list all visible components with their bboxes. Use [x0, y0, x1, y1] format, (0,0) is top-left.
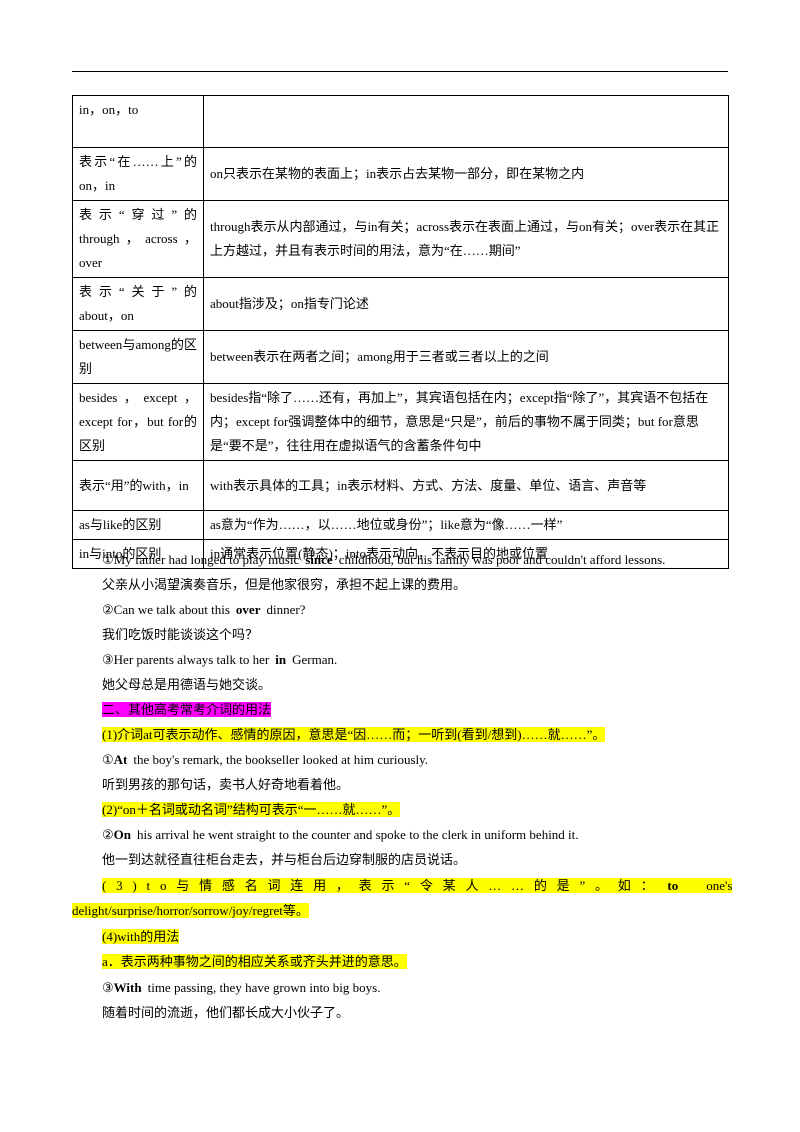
term-cell: in与into的区别	[72, 539, 204, 569]
example-text: childhood, but his family was poor and c…	[338, 552, 666, 567]
example-text: dinner?	[266, 602, 306, 617]
preposition-table: in，on，to 表示“在……上”的on，in on只表示在某物的表面上；in表…	[72, 95, 729, 569]
term-cell: 表示“用”的with，in	[72, 460, 204, 511]
translation: 听到男孩的那句话，卖书人好奇地看着他。	[102, 777, 350, 792]
keyword: to	[667, 878, 679, 893]
example-text: ①My father had longed to play music	[102, 552, 300, 567]
example-text: the boy's remark, the bookseller looked …	[133, 752, 429, 767]
table-row: as与like的区别 as意为“作为……，以……地位或身份”；like意为“像……	[72, 510, 729, 540]
translation: 随着时间的流逝，他们都长成大小伙子了。	[102, 1005, 350, 1020]
grammar-point: (4)with的用法	[102, 927, 180, 947]
term-cell: 表示“在……上”的on，in	[72, 147, 204, 201]
header-rule	[72, 71, 728, 72]
example-text: ③	[102, 980, 114, 995]
desc-cell: as意为“作为……，以……地位或身份”；like意为“像……一样”	[203, 510, 729, 540]
grammar-point: (3)to与情感名词连用，表示“令某人……的是”。如：to one's	[102, 876, 733, 896]
example-text: German.	[292, 652, 338, 667]
table-row: between与among的区别 between表示在两者之间；among用于三…	[72, 330, 729, 384]
example-sentence: ②On his arrival he went straight to the c…	[102, 825, 579, 845]
grammar-point: (1)介词at可表示动作、感情的原因，意思是“因……而；一听到(看到/想到)………	[102, 725, 606, 745]
table-row: 表示“关于”的about，on about指涉及；on指专门论述	[72, 277, 729, 331]
example-text: ①	[102, 752, 114, 767]
example-sentence: ①My father had longed to play music since…	[102, 550, 665, 570]
grammar-point-text: (3)to与情感名词连用，表示“令某人……的是”。如：to one's	[102, 878, 733, 893]
grammar-point-continued: delight/surprise/horror/sorrow/joy/regre…	[72, 901, 309, 921]
grammar-point-text: (4)with的用法	[102, 929, 180, 944]
desc-cell	[203, 95, 729, 148]
table-row: in与into的区别 in通常表示位置(静态)；into表示动向，不表示目的地或…	[72, 539, 729, 569]
desc-cell: between表示在两者之间；among用于三者或三者以上的之间	[203, 330, 729, 384]
keyword: On	[113, 827, 131, 842]
table-row: 表示“穿过”的through，across，over through表示从内部通…	[72, 200, 729, 278]
table-row: in，on，to	[72, 95, 729, 148]
example-sentence: ③Her parents always talk to her in German.	[102, 650, 337, 670]
keyword: With	[113, 980, 142, 995]
grammar-subpoint: a．表示两种事物之间的相应关系或齐头并进的意思。	[102, 952, 407, 972]
translation: 父亲从小渴望演奏音乐，但是他家很穷，承担不起上课的费用。	[102, 577, 467, 592]
desc-cell: through表示从内部通过，与in有关；across表示在表面上通过，与on有…	[203, 200, 729, 278]
translation: 我们吃饭时能谈谈这个吗？	[102, 627, 259, 642]
grammar-point-text: delight/surprise/horror/sorrow/joy/regre…	[72, 903, 309, 918]
grammar-point-tail: one's	[706, 878, 733, 893]
table-row: 表示“在……上”的on，in on只表示在某物的表面上；in表示占去某物一部分，…	[72, 147, 729, 201]
translation: 她父母总是用德语与她交谈。	[102, 677, 272, 692]
term-cell: in，on，to	[72, 95, 204, 148]
keyword: since	[305, 552, 333, 567]
desc-cell: besides指“除了……还有，再加上”，其宾语包括在内；except指“除了”…	[203, 383, 729, 461]
example-text: ②	[102, 827, 114, 842]
term-cell: as与like的区别	[72, 510, 204, 540]
example-text: time passing, they have grown into big b…	[147, 980, 381, 995]
term-cell: 表示“关于”的about，on	[72, 277, 204, 331]
desc-cell: with表示具体的工具；in表示材料、方式、方法、度量、单位、语言、声音等	[203, 460, 729, 511]
example-text: ③Her parents always talk to her	[102, 652, 270, 667]
grammar-point-text: (1)介词at可表示动作、感情的原因，意思是“因……而；一听到(看到/想到)………	[102, 727, 606, 742]
term-cell: 表示“穿过”的through，across，over	[72, 200, 204, 278]
table-row: besides，except，except for，but for的区别 bes…	[72, 383, 729, 461]
example-sentence: ②Can we talk about this over dinner?	[102, 600, 305, 620]
term-cell: besides，except，except for，but for的区别	[72, 383, 204, 461]
example-sentence: ①At the boy's remark, the bookseller look…	[102, 750, 428, 770]
translation: 他一到达就径直往柜台走去，并与柜台后边穿制服的店员说话。	[102, 852, 467, 867]
section-heading-text: 二、其他高考常考介词的用法	[102, 702, 272, 717]
table-row: 表示“用”的with，in with表示具体的工具；in表示材料、方式、方法、度…	[72, 460, 729, 511]
keyword: At	[113, 752, 128, 767]
grammar-point: (2)“on＋名词或动名词”结构可表示“一……就……”。	[102, 800, 401, 820]
desc-cell: in通常表示位置(静态)；into表示动向，不表示目的地或位置	[203, 539, 729, 569]
example-text: ②Can we talk about this	[102, 602, 230, 617]
grammar-point-text: a．表示两种事物之间的相应关系或齐头并进的意思。	[102, 954, 407, 969]
desc-cell: on只表示在某物的表面上；in表示占去某物一部分，即在某物之内	[203, 147, 729, 201]
grammar-point-text: (2)“on＋名词或动名词”结构可表示“一……就……”。	[102, 802, 401, 817]
desc-cell: about指涉及；on指专门论述	[203, 277, 729, 331]
grammar-point-lead: (3)to与情感名词连用，表示“令某人……的是”。如：	[102, 878, 664, 893]
section-heading: 二、其他高考常考介词的用法	[102, 700, 272, 720]
term-cell: between与among的区别	[72, 330, 204, 384]
keyword: over	[235, 602, 261, 617]
example-sentence: ③With time passing, they have grown into …	[102, 978, 380, 998]
example-text: his arrival he went straight to the coun…	[137, 827, 579, 842]
keyword: in	[275, 652, 287, 667]
